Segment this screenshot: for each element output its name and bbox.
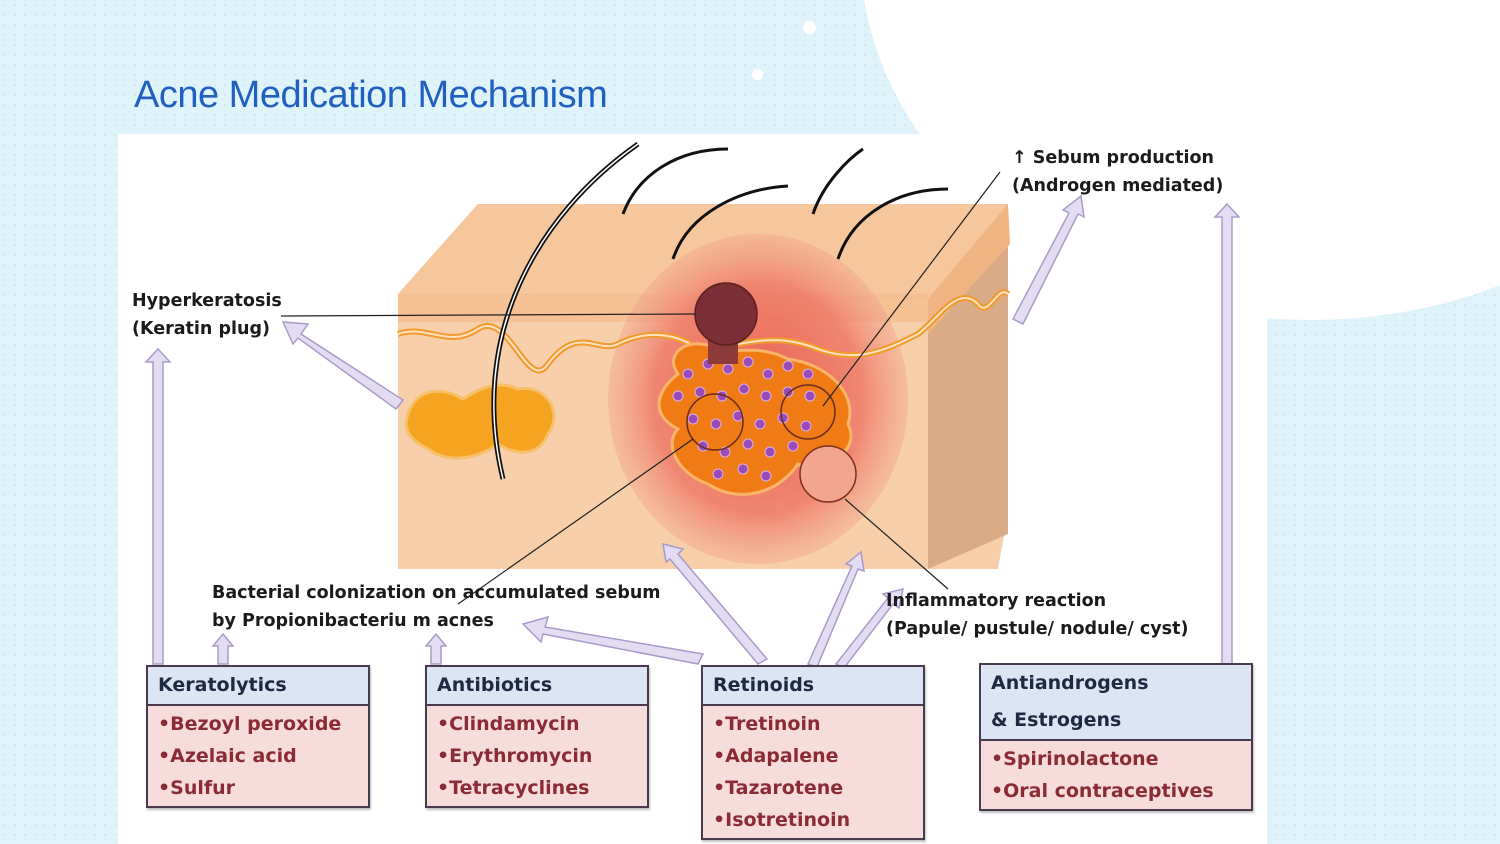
box-keratolytics: Keratolytics •Bezoyl peroxide •Azelaic a… (146, 665, 370, 808)
label-line: ↑ Sebum production (1012, 148, 1214, 168)
label-bacterial-colonization: Bacterial colonization on accumulated se… (212, 579, 661, 635)
keratin-plug (694, 282, 758, 346)
drug-item: •Adapalene (713, 745, 839, 767)
box-retinoids: Retinoids •Tretinoin •Adapalene •Tazarot… (701, 665, 925, 840)
diagram-panel: ↑ Sebum production (Androgen mediated) H… (118, 134, 1267, 844)
box-header: Antibiotics (427, 667, 647, 706)
pointer-lines (280, 171, 1001, 605)
skin-illustration (144, 141, 1241, 669)
drug-item: •Azelaic acid (158, 745, 297, 767)
box-header-line: Antiandrogens (991, 672, 1149, 694)
drug-item: •Isotretinoin (713, 809, 851, 831)
mechanism-arrows (144, 194, 1241, 669)
box-body: •Bezoyl peroxide •Azelaic acid •Sulfur (148, 706, 368, 806)
label-line: (Androgen mediated) (1012, 176, 1224, 196)
drug-item: •Spirinolactone (991, 748, 1159, 770)
drug-item: •Oral contraceptives (991, 780, 1214, 802)
decorative-dot (803, 21, 816, 34)
label-line: by Propionibacteriu m acnes (212, 611, 494, 631)
box-antiandrogens: Antiandrogens & Estrogens •Spirinolacton… (979, 663, 1253, 811)
box-header: Keratolytics (148, 667, 368, 706)
decorative-dot (752, 69, 763, 80)
box-body: •Clindamycin •Erythromycin •Tetracycline… (427, 706, 647, 806)
box-antibiotics: Antibiotics •Clindamycin •Erythromycin •… (425, 665, 649, 808)
label-sebum-production: ↑ Sebum production (Androgen mediated) (1012, 144, 1223, 200)
label-inflammatory-reaction: Inflammatory reaction (Papule/ pustule/ … (886, 587, 1188, 643)
drug-item: •Tretinoin (713, 713, 821, 735)
inflammation-highlight-circle (799, 445, 857, 503)
box-body: •Spirinolactone •Oral contraceptives (981, 741, 1251, 809)
drug-item: •Tetracyclines (437, 777, 590, 799)
label-line: Hyperkeratosis (132, 291, 282, 311)
drug-item: •Bezoyl peroxide (158, 713, 342, 735)
hair-strands (621, 147, 949, 260)
drug-item: •Clindamycin (437, 713, 580, 735)
bacteria-cluster (672, 356, 816, 482)
label-line: Inflammatory reaction (886, 591, 1107, 611)
sebum-highlight-circle (780, 384, 836, 440)
box-header: Retinoids (703, 667, 923, 706)
label-hyperkeratosis: Hyperkeratosis (Keratin plug) (132, 287, 282, 343)
box-header-line: & Estrogens (991, 709, 1122, 731)
drug-item: •Sulfur (158, 777, 236, 799)
drug-item: •Tazarotene (713, 777, 844, 799)
slide-title: Acne Medication Mechanism (134, 74, 608, 116)
sebaceous-gland (404, 383, 556, 460)
label-line: (Papule/ pustule/ nodule/ cyst) (886, 619, 1189, 639)
drug-item: •Erythromycin (437, 745, 593, 767)
bacteria-highlight-circle (686, 393, 744, 451)
label-line: Bacterial colonization on accumulated se… (212, 583, 661, 603)
box-header: Antiandrogens & Estrogens (981, 665, 1251, 741)
label-line: (Keratin plug) (132, 319, 270, 339)
box-body: •Tretinoin •Adapalene •Tazarotene •Isotr… (703, 706, 923, 838)
